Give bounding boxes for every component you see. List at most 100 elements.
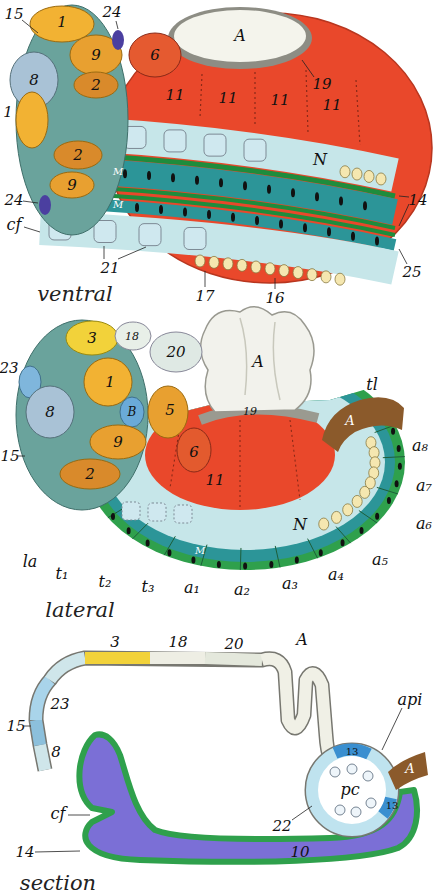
yolk-sphere: [352, 495, 362, 507]
lateral-body: [145, 400, 335, 510]
segment-square: [204, 134, 226, 156]
yolk-sphere: [352, 168, 362, 180]
lateral-details: [122, 502, 192, 523]
structure-letter: a₆: [416, 516, 432, 532]
callout-number: 16: [265, 291, 284, 306]
structure-letter: M: [195, 546, 205, 556]
segment-square: [184, 227, 206, 249]
section-view: [24, 658, 428, 862]
segment-boundary: [377, 487, 398, 494]
view-title: ventral: [37, 284, 113, 305]
yolk-sphere: [251, 261, 261, 273]
neuroblast-dot: [127, 527, 131, 534]
segment-line: [200, 74, 202, 118]
neuroblast-dot: [195, 176, 199, 185]
head-lobes: [50, 172, 94, 198]
callout-number: 15: [6, 719, 25, 734]
neuroblast-dot: [375, 237, 379, 246]
neuroblast-dot: [269, 561, 273, 568]
neuroblast-dot: [146, 539, 150, 546]
pole-cell: [335, 805, 345, 815]
callout-number: 10: [290, 845, 309, 860]
segment-square: [174, 505, 192, 523]
structure-letter: t₁: [56, 566, 69, 582]
yolk-sphere: [321, 271, 331, 283]
callout-number: 1: [105, 375, 115, 390]
callout-number: 11: [218, 91, 237, 106]
yolk-sphere: [279, 265, 289, 277]
api-loop: [312, 750, 392, 830]
callout-number: 13: [346, 747, 359, 757]
structure-letter: N: [313, 152, 327, 168]
callout-number: 15: [4, 7, 23, 22]
structure-letter: a₂: [234, 582, 250, 598]
neuroblast-dot: [217, 561, 221, 568]
layer-10: [79, 734, 417, 861]
leader-line: [275, 278, 276, 289]
region-a-brown: [388, 752, 428, 790]
neuroblast-dot: [303, 223, 307, 232]
head-lobes: [66, 321, 118, 355]
neuroblast-dot: [391, 428, 395, 435]
callout-number: 2: [85, 467, 95, 482]
neuroblast-dot: [267, 185, 271, 194]
leader-line: [68, 815, 90, 816]
layer-strip: [36, 658, 330, 770]
callout-number: 23: [0, 361, 19, 376]
segment-square: [244, 139, 266, 161]
neuroblast-dot: [395, 480, 399, 487]
neuroblast-dot: [147, 171, 151, 180]
callout-number: 20: [166, 345, 185, 360]
callout-number: 19: [243, 406, 257, 417]
callout-number: 2: [91, 78, 101, 93]
callout-number: 14: [408, 193, 427, 208]
segment-boundary: [359, 511, 377, 523]
yolk-sphere: [209, 256, 219, 268]
yolk-sphere: [293, 267, 303, 279]
callout-number: 18: [168, 635, 187, 650]
leader-line: [399, 204, 409, 226]
structure-letter: M: [113, 167, 123, 177]
yolk-sphere: [340, 166, 350, 178]
segment-boundary: [240, 548, 242, 570]
neuroblast-dot: [375, 513, 379, 520]
segment-square: [148, 503, 166, 521]
neuroblast-dot: [319, 549, 323, 556]
lateral-view: [16, 307, 405, 570]
callout-number: 8: [51, 745, 61, 760]
head-lobes: [16, 320, 211, 510]
lateral-body: [170, 420, 300, 508]
callout-number: 22: [272, 819, 291, 834]
neuroblast-dot: [111, 513, 115, 520]
neuroblast-dot: [219, 178, 223, 187]
api-loop-outline: [312, 750, 392, 830]
amnion: [201, 307, 314, 412]
callout-number: 2: [73, 148, 83, 163]
leader-line: [382, 708, 402, 750]
segment-line: [356, 80, 360, 145]
leader-line: [399, 196, 409, 197]
callout-number: 19: [312, 77, 331, 92]
yolk-sphere: [360, 486, 370, 498]
structure-letter: pc: [340, 782, 359, 798]
head-lobes: [10, 5, 128, 235]
layer-strip: [85, 652, 150, 664]
neuroblast-dot: [351, 232, 355, 241]
structure-letter: cf: [51, 806, 66, 822]
leader-line: [302, 60, 314, 77]
neuroblast-dot: [360, 527, 364, 534]
neuroblast-dot: [291, 188, 295, 197]
structure-letter: A: [234, 28, 246, 44]
head-lobes: [112, 30, 124, 50]
callout-number: 1: [57, 15, 67, 30]
neuroblast-dot: [191, 557, 195, 564]
leader-line: [23, 201, 38, 203]
structure-letter: cf: [7, 217, 22, 233]
region-6: [129, 33, 181, 77]
leader-line: [205, 271, 206, 287]
lateral-view: [240, 318, 280, 400]
callout-number: 18: [125, 331, 139, 342]
structure-letter: A: [405, 762, 414, 775]
structure-letter: a₁: [184, 580, 200, 596]
